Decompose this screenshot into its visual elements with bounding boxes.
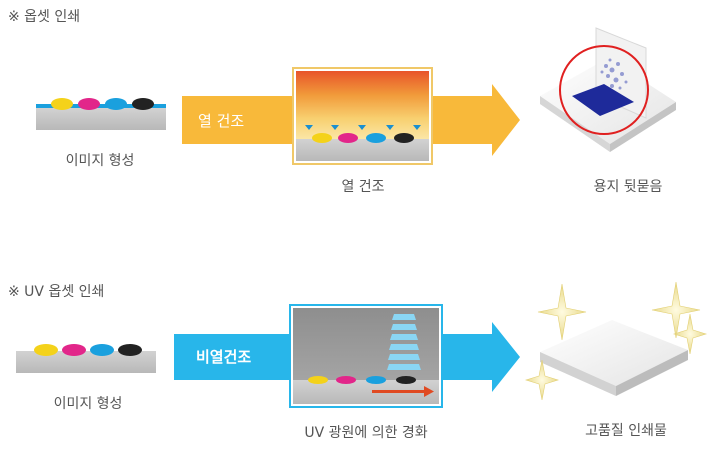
magenta-ink-dot bbox=[78, 98, 100, 110]
setoff-highlight-circle bbox=[559, 45, 649, 135]
section-title-offset: ※ 옵셋 인쇄 bbox=[8, 9, 81, 25]
cure-direction-arrow-icon bbox=[372, 386, 434, 397]
setoff-ink-spots bbox=[600, 58, 628, 90]
paper-setoff-illustration bbox=[540, 27, 676, 152]
uv-step2-caption: UV 광원에 의한 경화 bbox=[304, 425, 428, 441]
uv-arrow-label: 비열건조 bbox=[196, 348, 252, 366]
uv-beam bbox=[387, 314, 421, 370]
offset-image-plate bbox=[36, 98, 166, 130]
heat-up-arrow-icon bbox=[305, 125, 421, 130]
offset-step1-caption: 이미지 형성 bbox=[65, 153, 135, 169]
heat-dry-illustration bbox=[292, 67, 433, 165]
yellow-ink-dot bbox=[51, 98, 73, 110]
offset-step3-caption: 용지 뒷묻음 bbox=[593, 179, 663, 195]
uv-cure-illustration bbox=[289, 304, 443, 408]
uv-step3-caption: 고품질 인쇄물 bbox=[585, 423, 667, 439]
sparkle-icon bbox=[524, 281, 708, 401]
cyan-ink-dot bbox=[105, 98, 127, 110]
black-ink-dot bbox=[132, 98, 154, 110]
quality-print-illustration bbox=[524, 281, 708, 401]
uv-step1-caption: 이미지 형성 bbox=[53, 396, 123, 412]
section-title-uv-offset: ※ UV 옵셋 인쇄 bbox=[8, 284, 105, 300]
uv-image-plate bbox=[16, 344, 156, 373]
offset-step2-caption: 열 건조 bbox=[341, 179, 385, 195]
heat-arrow-label: 열 건조 bbox=[198, 112, 245, 130]
